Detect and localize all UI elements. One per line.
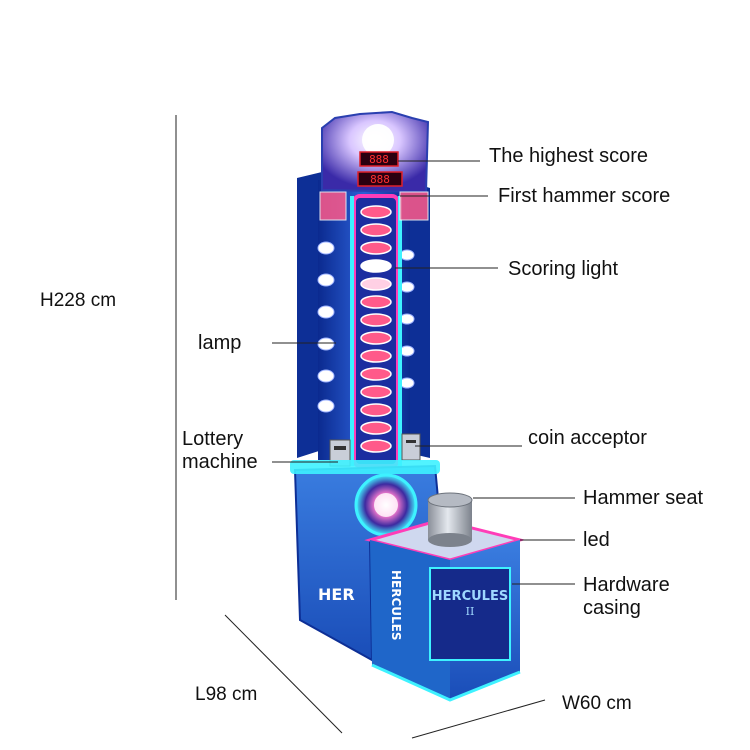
callout-highest-score: The highest score (489, 145, 648, 167)
hammer-cabinet: HERCULES II HERCULES (364, 518, 526, 702)
brand-front-text: HERCULES (432, 589, 508, 604)
width-dimension-line (411, 699, 546, 739)
callout-scoring-light: Scoring light (508, 258, 619, 280)
width-dimension-label: W60 cm (562, 693, 632, 714)
callout-hardware-line2: casing (583, 597, 641, 619)
model-suffix-text: II (466, 605, 475, 618)
scoring-column (350, 194, 402, 468)
hammer-seat (427, 492, 473, 547)
score-display-bottom: 888 (370, 173, 390, 186)
crown-header: 888 888 (319, 110, 430, 221)
length-dimension-line (224, 614, 343, 734)
callout-lamp: lamp (198, 332, 242, 354)
score-display-top: 888 (369, 153, 389, 166)
length-dimension-label: L98 cm (195, 684, 258, 705)
callout-led: led (583, 529, 610, 551)
lower-cabinet: HER (290, 460, 442, 662)
lottery-and-coin-units (329, 433, 421, 467)
callout-hardware-line1: Hardware (583, 574, 670, 596)
callout-coin-acceptor: coin acceptor (528, 427, 647, 449)
brand-base-text: HER (318, 585, 355, 604)
callout-hammer-seat: Hammer seat (583, 487, 704, 509)
side-lamps (317, 241, 415, 413)
callout-first-hammer-score: First hammer score (498, 185, 671, 207)
height-dimension-label: H228 cm (40, 290, 117, 311)
callout-lottery-line1: Lottery (182, 428, 244, 450)
callout-lottery-line2: machine (182, 451, 258, 473)
brand-side-text: HERCULES (389, 570, 403, 641)
